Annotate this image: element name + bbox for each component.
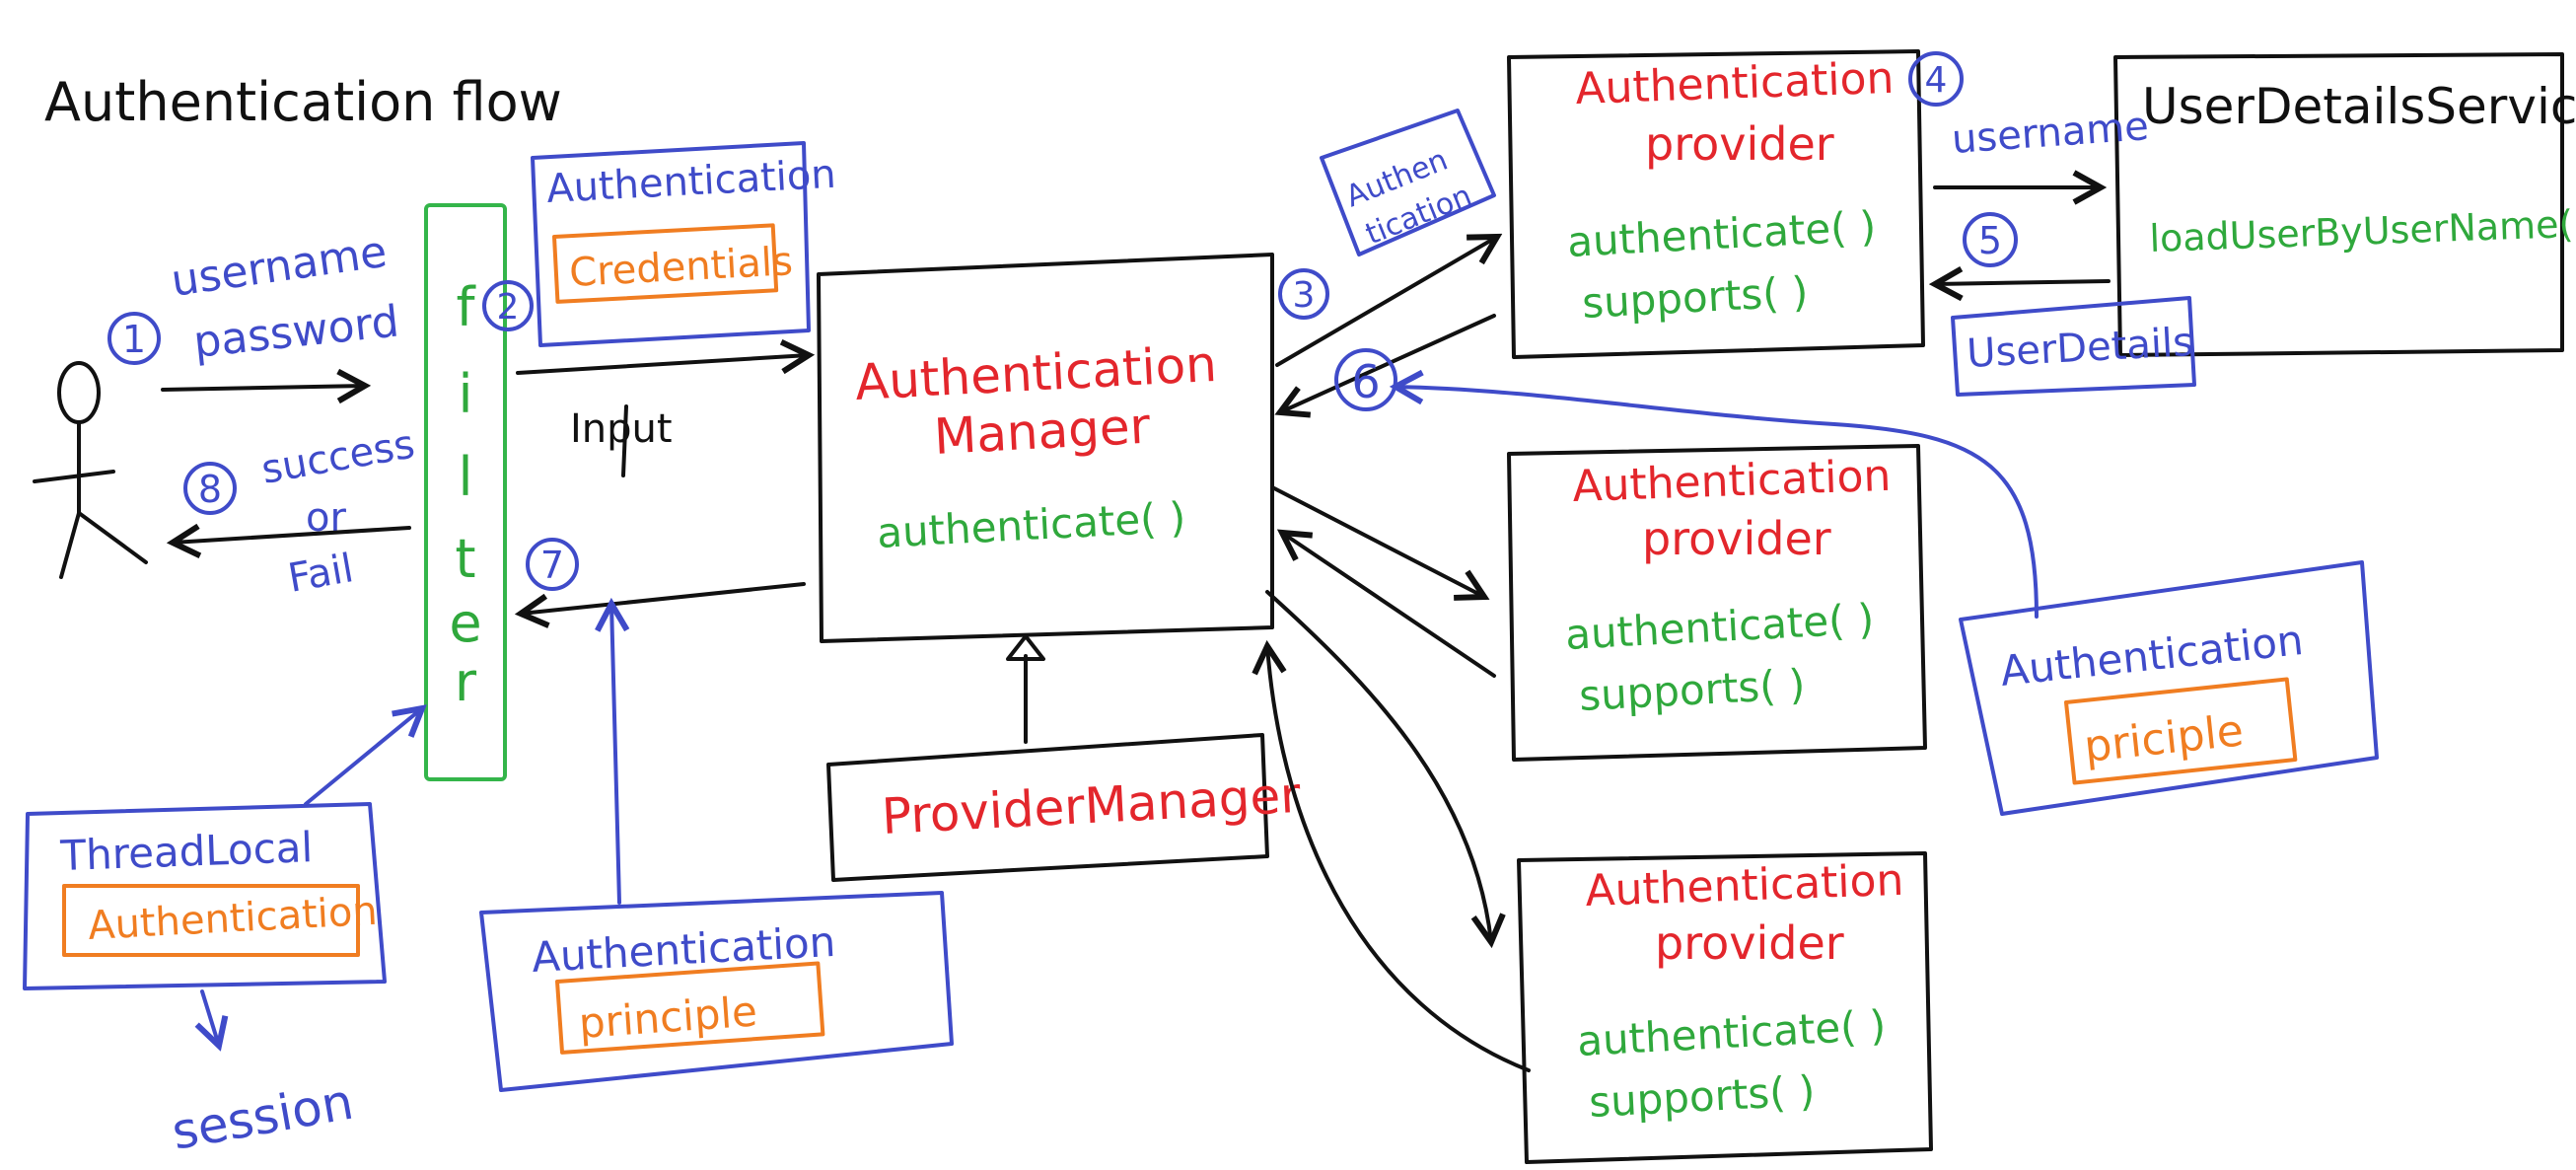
auth-manager-title-line2: Manager	[933, 398, 1152, 466]
svg-text:6: 6	[1351, 355, 1380, 408]
provider-2-title-line2: provider	[1642, 512, 1831, 565]
stick-figure-user-icon	[33, 361, 148, 579]
auth-manager-box: Authentication Manager authenticate( )	[817, 253, 1274, 643]
provider-1-method-authenticate: authenticate( )	[1566, 202, 1877, 266]
load-user-by-username-method: loadUserByUserName( )	[2149, 201, 2576, 260]
svg-text:3: 3	[1293, 275, 1316, 316]
user-details-box: UserDetails	[1951, 296, 2196, 397]
filter-letter: e	[449, 592, 481, 654]
filter-box: f i l t e r	[424, 203, 507, 781]
filter-to-manager-arrow	[516, 355, 809, 375]
thread-local-to-filter-arrow	[304, 708, 422, 806]
provider2-to-manager-arrow	[1282, 533, 1496, 678]
user-details-service-box: UserDetailsService loadUserByUserName( )	[2113, 52, 2576, 357]
thread-local-to-session-arrow	[202, 989, 219, 1046]
manager-to-provider2-arrow	[1272, 486, 1484, 597]
filter-letter: r	[455, 651, 477, 713]
request-password-label: password	[191, 296, 401, 368]
provider-2-method-supports: supports( )	[1578, 660, 1807, 720]
filter-letter: i	[458, 363, 472, 425]
provider3-to-manager-arrow	[1267, 646, 1531, 1072]
principle-to-manager-curve	[1395, 387, 2039, 619]
input-label: Input	[570, 406, 673, 452]
inheritance-arrow	[1006, 634, 1045, 744]
svg-text:4: 4	[1925, 60, 1948, 101]
user-details-service-title: UserDetailsService	[2142, 78, 2576, 135]
provider-3-title-line2: provider	[1655, 916, 1844, 970]
svg-text:7: 7	[540, 544, 564, 587]
step-6-badge: 6	[1334, 348, 1397, 411]
filter-letter: t	[455, 528, 475, 590]
svg-text:1: 1	[122, 318, 146, 361]
auth-principle-right-field: priciple	[2082, 705, 2246, 772]
thread-local-box: ThreadLocal Authentication	[23, 802, 387, 990]
service-to-provider-arrow	[1935, 281, 2111, 284]
step-5-badge: 5	[1963, 212, 2018, 267]
auth-provider-box-2: Authentication provider authenticate( ) …	[1507, 444, 1927, 762]
provider-3-method-supports: supports( )	[1588, 1066, 1817, 1127]
credentials-label: Credentials	[568, 239, 794, 296]
svg-text:8: 8	[198, 468, 222, 511]
auth-principle-card: Authentication principle	[479, 891, 954, 1092]
principle-up-arrow	[611, 604, 619, 905]
auth-manager-method: authenticate( )	[876, 493, 1186, 557]
manager-to-provider3-arrow	[1265, 590, 1491, 942]
response-success-label: success	[258, 421, 418, 492]
provider-1-method-supports: supports( )	[1581, 267, 1810, 328]
provider-3-method-authenticate: authenticate( )	[1576, 1001, 1887, 1065]
step-7-badge: 7	[526, 538, 579, 591]
provider-3-title-line1: Authentication	[1585, 855, 1905, 916]
step-3-badge: 3	[1278, 268, 1329, 320]
filter-letter: l	[458, 446, 472, 508]
session-label: session	[168, 1073, 357, 1161]
provider1-to-manager-arrow	[1280, 314, 1496, 412]
user-details-label: UserDetails	[1966, 320, 2194, 377]
step-8-badge: 8	[183, 462, 237, 515]
provider-1-title-line1: Authentication	[1575, 53, 1896, 114]
auth-principle-field: principle	[577, 987, 758, 1048]
authentication-tag: Authen tication	[1320, 109, 1496, 256]
provider-1-title-line2: provider	[1645, 117, 1834, 171]
thread-local-auth-label: Authentication	[87, 889, 379, 949]
auth-credentials-title: Authentication	[545, 152, 837, 212]
auth-principle-card-right: Authentication priciple	[1959, 560, 2379, 816]
svg-text:2: 2	[497, 287, 520, 328]
manager-to-provider1-arrow	[1275, 237, 1497, 367]
username-arrow-label: username	[1950, 104, 2150, 163]
step-1-badge: 1	[107, 312, 161, 365]
auth-provider-box-3: Authentication provider authenticate( ) …	[1517, 851, 1933, 1164]
request-username-label: username	[168, 227, 390, 307]
request-arrow	[161, 386, 365, 390]
provider-2-title-line1: Authentication	[1572, 451, 1893, 512]
step-4-badge: 4	[1908, 51, 1964, 107]
provider-2-method-authenticate: authenticate( )	[1564, 595, 1875, 659]
provider-manager-box: ProviderManager	[826, 733, 1303, 882]
filter-letter: f	[456, 276, 476, 338]
auth-credentials-card: Authentication Credentials	[531, 141, 837, 347]
response-fail-label: Fail	[285, 546, 357, 602]
manager-to-filter-arrow	[521, 582, 806, 614]
diagram-title: Authentication flow	[44, 71, 562, 133]
thread-local-title: ThreadLocal	[59, 823, 314, 880]
auth-manager-title-line1: Authentication	[854, 335, 1219, 411]
step-2-badge: 2	[482, 280, 534, 331]
svg-text:5: 5	[1978, 219, 2002, 262]
provider-manager-title: ProviderManager	[881, 767, 1303, 845]
response-arrow	[173, 528, 411, 543]
input-cursor-mark	[621, 404, 628, 477]
auth-provider-box-1: Authentication provider authenticate( ) …	[1507, 49, 1925, 359]
